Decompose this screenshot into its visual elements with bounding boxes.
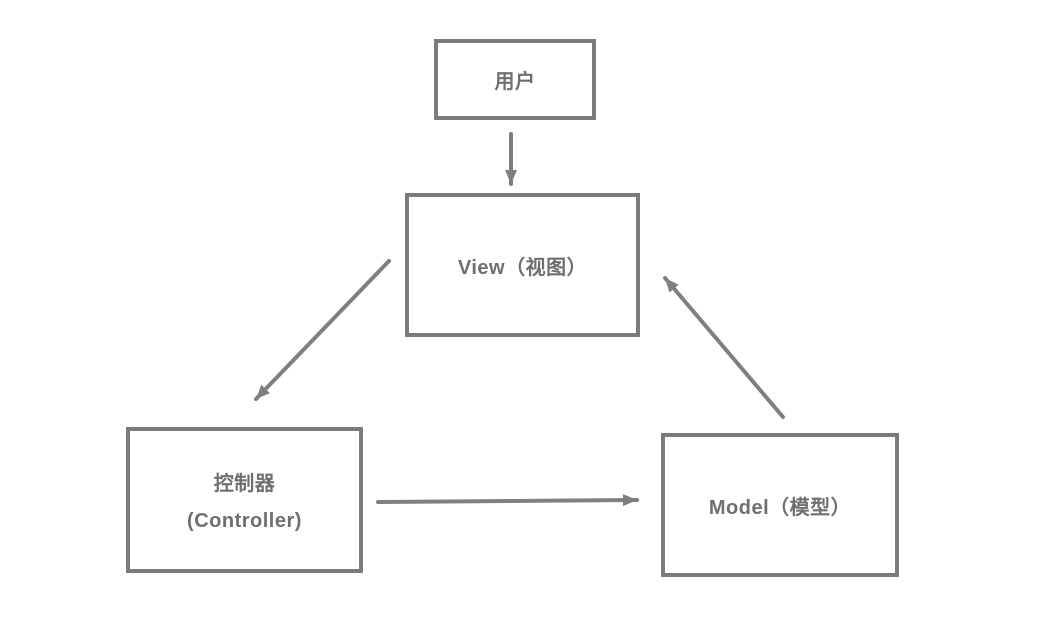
node-controller-label-line1: 控制器 xyxy=(213,473,276,495)
node-user-label: 用户 xyxy=(494,71,536,93)
arrow-controller-to-model xyxy=(376,494,639,507)
node-view-label: View（视图） xyxy=(457,256,588,279)
arrow-model-to-view xyxy=(663,276,785,419)
node-model: Model（模型） xyxy=(661,433,899,577)
node-view: View（视图） xyxy=(405,193,640,337)
node-controller: 控制器 (Controller) xyxy=(126,427,363,573)
node-model-label: Model（模型） xyxy=(708,496,852,519)
node-user: 用户 xyxy=(434,39,596,120)
arrow-view-to-controller xyxy=(254,259,391,401)
node-controller-label-line2: (Controller) xyxy=(187,510,302,532)
